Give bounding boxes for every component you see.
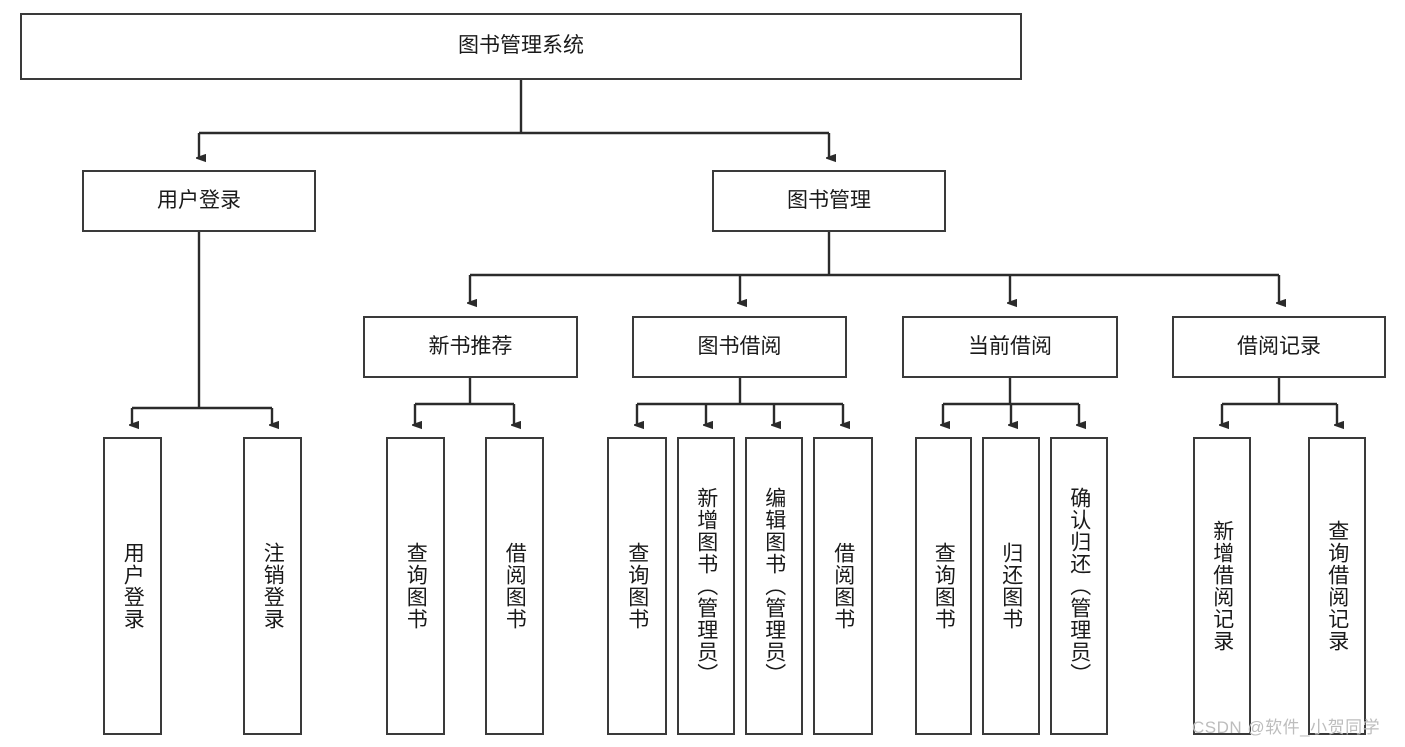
node-label: 归还图书 <box>999 542 1023 630</box>
node-user-login[interactable]: 用户登录 <box>82 170 316 232</box>
leaf-borrow-query-book[interactable]: 查询图书 <box>607 437 667 735</box>
node-book-management[interactable]: 图书管理 <box>712 170 946 232</box>
leaf-user-logout[interactable]: 注销登录 <box>243 437 302 735</box>
node-label: 用户登录 <box>157 188 241 212</box>
node-new-book-recommend[interactable]: 新书推荐 <box>363 316 578 378</box>
node-label: 当前借阅 <box>968 334 1052 358</box>
node-label: 图书管理系统 <box>458 34 584 58</box>
node-label: 新增图书（管理员） <box>694 487 718 685</box>
node-label: 查询图书 <box>932 542 956 630</box>
node-label: 查询图书 <box>404 542 428 630</box>
leaf-borrow-borrow-book[interactable]: 借阅图书 <box>813 437 873 735</box>
leaf-current-query-book[interactable]: 查询图书 <box>915 437 972 735</box>
node-label: 查询图书 <box>625 542 649 630</box>
node-label: 借阅记录 <box>1237 334 1321 358</box>
leaf-current-confirm-return-admin[interactable]: 确认归还（管理员） <box>1050 437 1108 735</box>
node-label: 图书管理 <box>787 188 871 212</box>
leaf-record-add-record[interactable]: 新增借阅记录 <box>1193 437 1251 735</box>
node-label: 图书借阅 <box>697 334 782 358</box>
leaf-record-query-record[interactable]: 查询借阅记录 <box>1308 437 1366 735</box>
node-label: 新增借阅记录 <box>1210 520 1234 652</box>
node-label: 编辑图书（管理员） <box>762 487 786 685</box>
node-label: 注销登录 <box>261 542 285 630</box>
node-borrow-record[interactable]: 借阅记录 <box>1172 316 1386 378</box>
node-label: 用户登录 <box>121 542 145 630</box>
node-book-borrow[interactable]: 图书借阅 <box>632 316 847 378</box>
leaf-current-return-book[interactable]: 归还图书 <box>982 437 1040 735</box>
node-root-system[interactable]: 图书管理系统 <box>20 13 1022 80</box>
node-label: 借阅图书 <box>503 542 527 630</box>
leaf-borrow-edit-book-admin[interactable]: 编辑图书（管理员） <box>745 437 803 735</box>
node-label: 确认归还（管理员） <box>1067 487 1091 685</box>
node-current-borrow[interactable]: 当前借阅 <box>902 316 1118 378</box>
leaf-borrow-add-book-admin[interactable]: 新增图书（管理员） <box>677 437 735 735</box>
csdn-watermark: CSDN @软件_小贺同学 <box>1192 718 1381 737</box>
leaf-user-login[interactable]: 用户登录 <box>103 437 162 735</box>
node-label: 查询借阅记录 <box>1325 520 1349 652</box>
leaf-recommend-query-book[interactable]: 查询图书 <box>386 437 445 735</box>
node-label: 借阅图书 <box>831 542 855 630</box>
node-label: 新书推荐 <box>428 334 513 358</box>
leaf-recommend-borrow-book[interactable]: 借阅图书 <box>485 437 544 735</box>
